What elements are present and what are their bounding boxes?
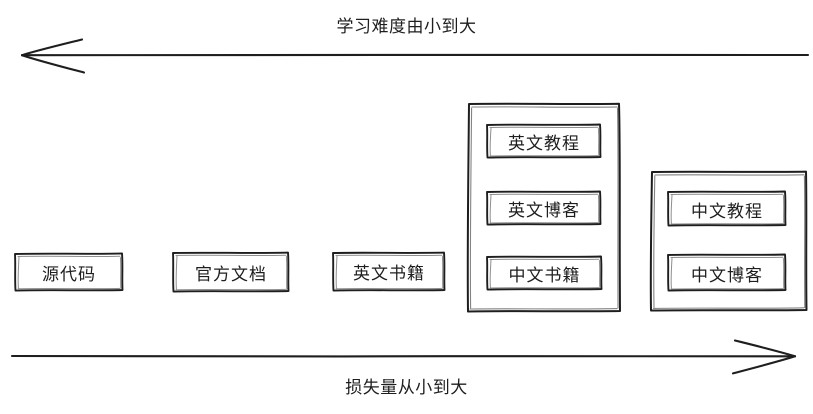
difficulty-axis-label: 学习难度由小到大 [336, 17, 477, 36]
loss-axis-arrow [10, 339, 797, 375]
group-box-english[interactable] [466, 102, 621, 313]
node-label-english-blog[interactable]: 英文博客 [508, 201, 580, 220]
node-label-chinese-blog[interactable]: 中文博客 [691, 265, 763, 285]
loss-axis-label: 损失量从小到大 [345, 378, 468, 397]
node-box-official-docs[interactable] [172, 251, 290, 293]
node-box-chinese-books[interactable] [486, 255, 603, 291]
node-box-english-books[interactable] [332, 251, 446, 292]
node-label-english-books[interactable]: 英文书籍 [353, 264, 425, 283]
node-box-source-code[interactable] [14, 252, 124, 292]
group-box-chinese[interactable] [649, 170, 808, 312]
node-box-chinese-blog[interactable] [667, 253, 787, 292]
difficulty-axis-arrow [20, 38, 810, 74]
node-label-source-code[interactable]: 源代码 [42, 265, 96, 284]
node-label-english-tutorial[interactable]: 英文教程 [508, 134, 580, 153]
node-label-chinese-tutorial[interactable]: 中文教程 [691, 201, 763, 221]
node-box-chinese-tutorial[interactable] [667, 190, 787, 227]
node-label-chinese-books[interactable]: 中文书籍 [508, 266, 581, 285]
node-box-english-tutorial[interactable] [486, 123, 602, 159]
node-box-english-blog[interactable] [486, 190, 602, 226]
node-label-official-docs[interactable]: 官方文档 [195, 264, 267, 284]
